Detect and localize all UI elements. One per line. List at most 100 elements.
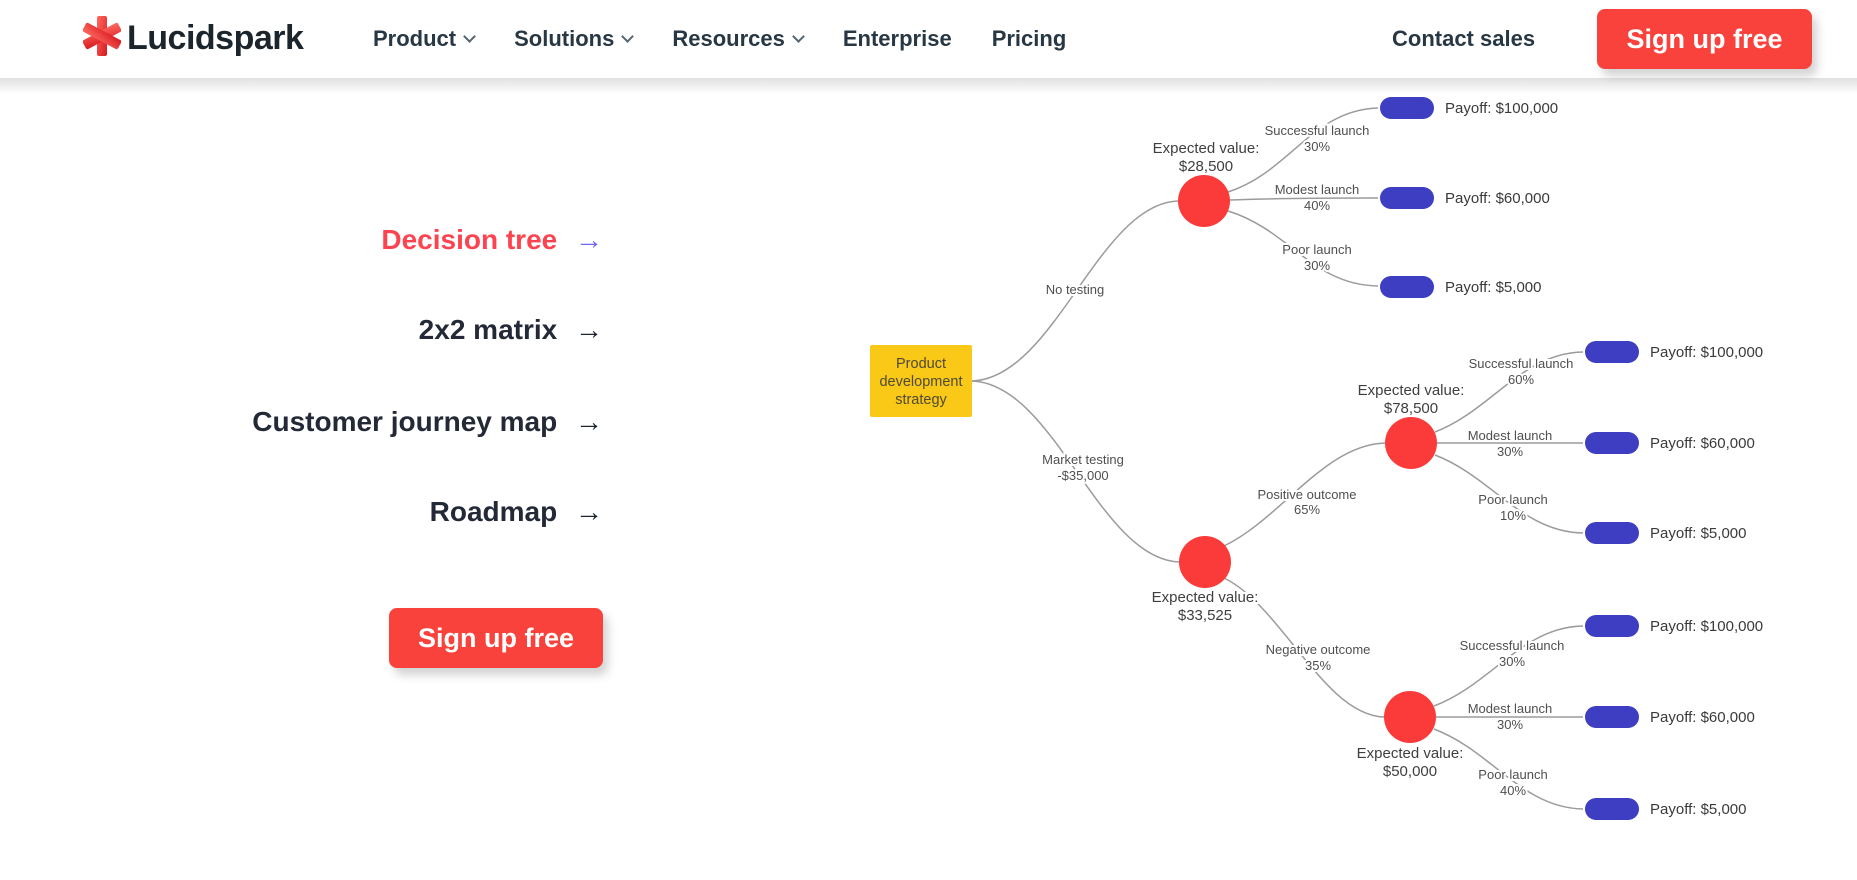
edge-label-negative-outcome-line1: Negative outcome (1266, 642, 1371, 657)
terminal-node (1380, 97, 1434, 119)
nav-item-enterprise-label: Enterprise (842, 26, 952, 51)
edge-negative-poor (1433, 728, 1584, 810)
branch-prob: 40% (1500, 783, 1526, 798)
decision-tree-diagram: Product development strategy No testing … (850, 80, 1830, 880)
right-arrow-icon: → (575, 406, 603, 437)
branch-label: Modest launch (1275, 182, 1360, 197)
payoff-label: Payoff: $5,000 (1650, 801, 1746, 818)
terminal-node (1585, 798, 1639, 820)
nav-item-enterprise[interactable]: Enterprise (843, 26, 952, 52)
menu-item-decision-tree[interactable]: Decision tree → (0, 223, 603, 257)
terminal-node (1585, 341, 1639, 363)
right-arrow-icon: → (575, 496, 603, 527)
chevron-down-icon (791, 30, 805, 43)
branch-label: Poor launch (1478, 492, 1547, 507)
menu-item-2x2-matrix-label: 2x2 matrix (418, 314, 558, 345)
edge-label-positive-outcome-line1: Positive outcome (1258, 487, 1357, 502)
root-label-line3: strategy (895, 392, 947, 408)
right-arrow-icon: → (575, 224, 603, 255)
chance-node-negative (1384, 691, 1436, 743)
terminal-node (1585, 615, 1639, 637)
top-navigation: Lucidspark Product Solutions Resources E… (0, 0, 1857, 94)
nav-item-resources-label: Resources (672, 26, 785, 51)
edge-label-market-testing-line2: -$35,000 (1057, 468, 1108, 483)
nav-item-product-label: Product (373, 26, 457, 51)
branch-label: Successful launch (1469, 356, 1574, 371)
branch-prob: 40% (1304, 198, 1330, 213)
ev-no-testing-line1: Expected value: (1153, 140, 1260, 157)
branch-prob: 30% (1304, 139, 1330, 154)
payoff-label: Payoff: $60,000 (1445, 190, 1550, 207)
branch-prob: 30% (1497, 444, 1523, 459)
edge-label-negative-outcome-line2: 35% (1305, 658, 1331, 673)
branch-label: Poor launch (1478, 767, 1547, 782)
menu-item-roadmap-label: Roadmap (429, 496, 558, 527)
menu-item-roadmap[interactable]: Roadmap → (0, 495, 603, 529)
edge-market-positive (1223, 442, 1386, 547)
menu-item-customer-journey-map[interactable]: Customer journey map → (0, 405, 603, 439)
branch-label: Successful launch (1460, 638, 1565, 653)
nav-item-solutions[interactable]: Solutions (514, 26, 635, 52)
edge-market-negative (1223, 577, 1385, 718)
payoff-label: Payoff: $100,000 (1650, 618, 1763, 635)
lucidspark-logo[interactable]: Lucidspark (82, 14, 304, 63)
payoff-label: Payoff: $5,000 (1650, 525, 1746, 542)
payoff-label: Payoff: $60,000 (1650, 435, 1755, 452)
nav-item-pricing[interactable]: Pricing (992, 26, 1067, 52)
menu-item-customer-journey-map-label: Customer journey map (252, 406, 558, 437)
menu-item-2x2-matrix[interactable]: 2x2 matrix → (0, 313, 603, 347)
branch-prob: 30% (1497, 717, 1523, 732)
payoff-label: Payoff: $100,000 (1445, 100, 1558, 117)
terminal-node (1585, 706, 1639, 728)
payoff-label: Payoff: $5,000 (1445, 279, 1541, 296)
branch-prob: 60% (1508, 372, 1534, 387)
payoff-label: Payoff: $60,000 (1650, 709, 1755, 726)
nav-signup-button[interactable]: Sign up free (1597, 9, 1812, 69)
terminal-node (1380, 187, 1434, 209)
menu-item-decision-tree-label: Decision tree (381, 224, 558, 255)
branch-label: Modest launch (1468, 701, 1553, 716)
edge-label-positive-outcome-line2: 65% (1294, 502, 1320, 517)
terminal-node (1585, 522, 1639, 544)
root-decision-node (870, 345, 972, 417)
edge-negative-successful (1433, 625, 1584, 707)
branch-prob: 10% (1500, 508, 1526, 523)
nav-item-pricing-label: Pricing (991, 26, 1067, 51)
nav-item-solutions-label: Solutions (514, 26, 615, 51)
ev-positive-line1: Expected value: (1358, 382, 1465, 399)
chance-node-positive (1385, 417, 1437, 469)
chevron-down-icon (463, 30, 476, 43)
ev-no-testing-line2: $28,500 (1179, 158, 1233, 175)
branch-prob: 30% (1499, 654, 1525, 669)
nav-item-resources[interactable]: Resources (672, 26, 805, 52)
nav-item-product[interactable]: Product (373, 26, 476, 52)
payoff-label: Payoff: $100,000 (1650, 344, 1763, 361)
ev-positive-line2: $78,500 (1384, 400, 1438, 417)
edge-notesting-poor (1227, 210, 1379, 287)
branch-label: Successful launch (1265, 123, 1370, 138)
edge-positive-poor (1434, 454, 1584, 534)
chevron-down-icon (621, 30, 635, 43)
edge-label-market-testing-line1: Market testing (1042, 452, 1124, 467)
root-label-line1: Product (896, 356, 946, 372)
asterisk-logo-icon (82, 14, 122, 63)
ev-negative-line1: Expected value: (1357, 745, 1464, 762)
ev-market-testing-line2: $33,525 (1178, 607, 1232, 624)
edge-notesting-successful (1227, 107, 1379, 193)
terminal-node (1585, 432, 1639, 454)
root-label-line2: development (879, 374, 962, 390)
edge-notesting-modest (1229, 197, 1379, 201)
branch-label: Modest launch (1468, 428, 1553, 443)
branch-label: Poor launch (1282, 242, 1351, 257)
nav-links: Product Solutions Resources Enterprise P… (373, 0, 1066, 78)
terminal-node (1380, 276, 1434, 298)
branch-prob: 30% (1304, 258, 1330, 273)
logo-wordmark: Lucidspark (127, 19, 304, 57)
right-arrow-icon: → (575, 314, 603, 345)
hero-signup-button[interactable]: Sign up free (389, 608, 603, 668)
chance-node-market-testing (1179, 536, 1231, 588)
chance-node-no-testing (1178, 175, 1230, 227)
edge-positive-successful (1434, 351, 1584, 433)
contact-sales-link[interactable]: Contact sales (1392, 26, 1536, 51)
